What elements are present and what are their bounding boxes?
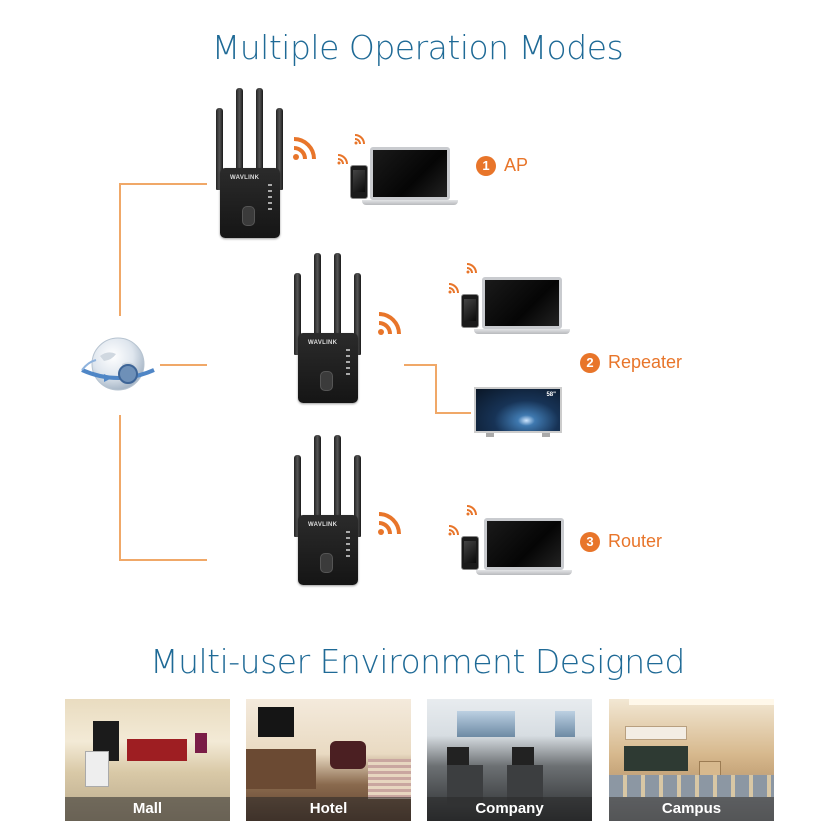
mode-label-ap: 1 AP [476,155,528,176]
tv-size-badge: 58" [546,392,556,398]
connector-line [119,183,207,185]
wifi-signal-icon [337,154,348,165]
mode-number-badge: 3 [580,531,600,552]
scene-label: Campus [609,797,774,821]
connector-line [435,412,471,414]
wifi-extender-ap: WAVLINK [212,88,296,238]
scene-label: Hotel [246,797,411,821]
wifi-signal-icon [378,312,401,335]
scene-mall: Mall [65,699,230,821]
mode-label-router: 3 Router [580,531,662,552]
connector-line [160,364,207,366]
scene-campus: Campus [609,699,774,821]
connector-line [119,559,207,561]
wifi-extender-router: WAVLINK [290,435,374,585]
operation-modes-heading: Multiple Operation Modes [211,28,624,67]
television-icon: 58" [474,387,562,437]
mode-number-badge: 2 [580,352,600,373]
wifi-signal-icon [293,137,316,160]
wifi-signal-icon [466,505,477,516]
mode-name: Router [608,531,663,551]
wifi-signal-icon [354,134,365,145]
wifi-extender-repeater: WAVLINK [290,253,374,403]
scene-hotel: Hotel [246,699,411,821]
wifi-signal-icon [448,283,459,294]
connector-line [119,415,121,561]
device-brand: WAVLINK [308,522,338,528]
scene-label: Company [427,797,592,821]
wifi-signal-icon [466,263,477,274]
device-brand: WAVLINK [230,175,260,181]
connector-line [435,364,437,414]
smartphone-icon [350,165,368,199]
wifi-signal-icon [378,512,401,535]
internet-globe-icon [78,334,158,396]
mode-name: Repeater [608,352,683,372]
connector-line [119,183,121,316]
mode-name: AP [504,155,529,175]
device-brand: WAVLINK [308,340,338,346]
smartphone-icon [461,536,479,570]
smartphone-icon [461,294,479,328]
mode-label-repeater: 2 Repeater [580,352,682,373]
scene-label: Mall [65,797,230,821]
multi-user-heading: Multi-user Environment Designed [150,642,685,681]
mode-number-badge: 1 [476,155,496,176]
connector-line [404,364,437,366]
scene-company: Company [427,699,592,821]
wifi-signal-icon [448,525,459,536]
